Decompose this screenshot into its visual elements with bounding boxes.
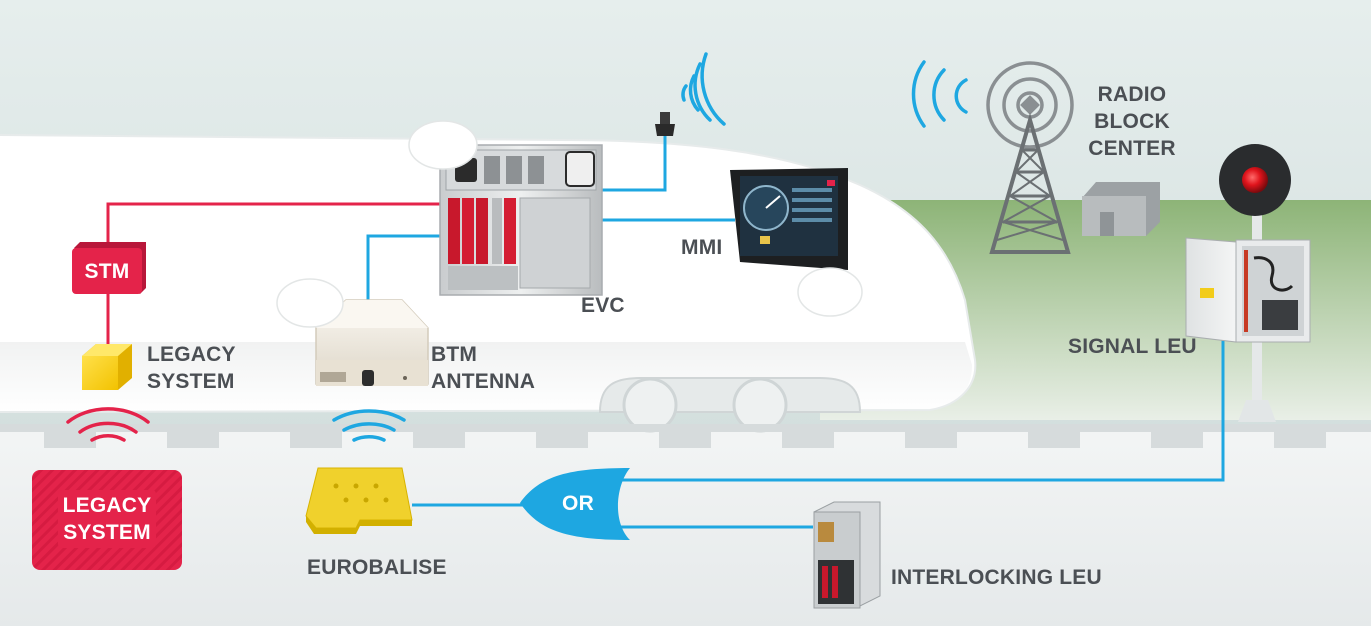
- btm-evc-line: [366, 234, 440, 300]
- rail-sleeper: [659, 432, 711, 448]
- legacy-waves: [66, 407, 150, 442]
- evc-antenna-line: [600, 135, 667, 192]
- rbc-waves: [911, 60, 968, 128]
- mmi-display-icon: [730, 168, 863, 317]
- rail-sleeper: [290, 432, 342, 448]
- evc-label: EVC: [581, 292, 625, 319]
- or-gate-text: OR: [562, 492, 594, 515]
- rail-sleeper: [1274, 432, 1326, 448]
- evc-rack-icon: [408, 120, 603, 296]
- yellow-cube-icon: [82, 344, 132, 390]
- radio-block-center-label: RADIO BLOCK CENTER: [1084, 81, 1180, 162]
- rbc-building-icon: [1082, 182, 1160, 236]
- evc-cards: [448, 197, 591, 290]
- btm-antenna-box-icon: [276, 278, 429, 386]
- rail-sleeper: [44, 432, 96, 448]
- signal-or-line: [615, 340, 1225, 482]
- antenna-waves: [681, 52, 726, 126]
- rail-sleeper: [782, 432, 834, 448]
- or-gate-icon: [520, 468, 630, 540]
- stm-evc-line: [106, 202, 440, 248]
- eurobalise-text: EUROBALISE: [307, 556, 447, 579]
- legacy-system-track-line2: SYSTEM: [63, 521, 151, 544]
- btm-antenna-label: BTM ANTENNA: [431, 341, 535, 395]
- rail-sleeper: [1028, 432, 1080, 448]
- rail-sleeper: [536, 432, 588, 448]
- rail-sleeper: [905, 432, 957, 448]
- signal-leu-label: SIGNAL LEU: [1068, 333, 1197, 360]
- legacy-system-track-line1: LEGACY: [62, 494, 152, 517]
- interlocking-leu-text: INTERLOCKING LEU: [891, 566, 1102, 589]
- stm-label: STM: [72, 258, 142, 285]
- mmi-text: MMI: [681, 236, 723, 259]
- eurobalise-plate-icon: [305, 467, 413, 534]
- rbc-line2: BLOCK: [1094, 110, 1170, 133]
- legacy-system-train-label: LEGACY SYSTEM: [147, 341, 236, 395]
- interlocking-leu-label: INTERLOCKING LEU: [891, 564, 1102, 591]
- evc-text: EVC: [581, 294, 625, 317]
- interlocking-rack-icon: [813, 501, 881, 609]
- track-sleepers: [44, 432, 1326, 448]
- red-hatched-box-icon: [32, 470, 182, 570]
- rail-sleeper: [1151, 432, 1203, 448]
- eurobalise-label: EUROBALISE: [307, 554, 447, 581]
- radio-waves: [66, 52, 968, 442]
- red-signal-light-icon: [1219, 144, 1291, 422]
- rbc-line1: RADIO: [1097, 83, 1167, 106]
- connection-lines: [106, 135, 1225, 529]
- legacy-system-track-label: LEGACY SYSTEM: [58, 492, 156, 546]
- btm-waves: [332, 409, 406, 442]
- or-gate-label: OR: [550, 490, 606, 517]
- signal-leu-cabinet-icon: [1185, 237, 1311, 343]
- track: [0, 424, 1371, 448]
- mmi-label: MMI: [681, 234, 722, 261]
- rail-sleeper: [167, 432, 219, 448]
- btm-antenna-line1: BTM: [431, 343, 478, 366]
- train-radio-antenna-icon: [655, 112, 675, 136]
- radio-tower-icon: [986, 61, 1074, 254]
- stm-red-box-icon: [72, 242, 146, 294]
- rail-sleeper: [413, 432, 465, 448]
- legacy-system-train-line2: SYSTEM: [147, 370, 235, 393]
- rbc-line3: CENTER: [1088, 137, 1176, 160]
- btm-antenna-line2: ANTENNA: [431, 370, 536, 393]
- stm-text: STM: [84, 260, 130, 283]
- legacy-system-train-line1: LEGACY: [147, 343, 236, 366]
- signal-leu-text: SIGNAL LEU: [1068, 335, 1197, 358]
